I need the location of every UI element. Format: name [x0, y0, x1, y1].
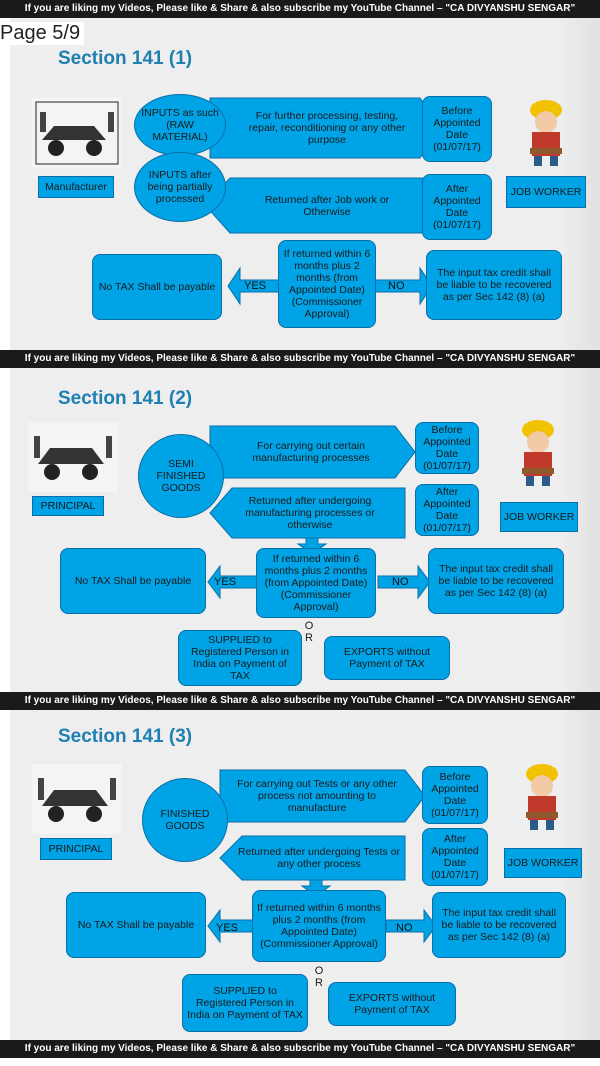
arrow-left-shape	[219, 835, 406, 881]
job-worker-label: JOB WORKER	[504, 848, 582, 878]
itc-box: The input tax credit shall be liable to …	[428, 548, 564, 614]
principal-label: PRINCIPAL	[32, 496, 104, 516]
flow-shapes	[204, 97, 441, 306]
itc-box: The input tax credit shall be liable to …	[432, 892, 566, 958]
slide-section-141-2: Section 141 (2) PRINCIPAL SEMI FINISHED …	[10, 368, 600, 692]
exports-box: EXPORTS without Payment of TAX	[324, 636, 450, 680]
car-mechanics-illustration	[28, 422, 118, 492]
slide-2-banner: If you are liking my Videos, Please like…	[0, 692, 600, 710]
job-worker-illustration	[522, 420, 554, 486]
no-arrow-shape	[377, 564, 431, 600]
job-worker-label: JOB WORKER	[506, 176, 586, 208]
after-date-box: After Appointed Date (01/07/17)	[415, 484, 479, 536]
yes-label: YES	[214, 576, 237, 588]
after-date-box: After Appointed Date (01/07/17)	[422, 174, 492, 240]
yes-label: YES	[216, 922, 239, 934]
slide-section-141-3: Section 141 (3) PRINCIPAL FINISHED GOODS…	[10, 710, 600, 1040]
job-worker-label: JOB WORKER	[500, 502, 578, 532]
slide-3-banner: If you are liking my Videos, Please like…	[0, 1040, 600, 1058]
carrying-text: For carrying out certain manufacturing p…	[252, 440, 370, 464]
before-date-box: Before Appointed Date (01/07/17)	[422, 96, 492, 162]
inputs-partial-oval: INPUTS after being partially processed	[134, 152, 226, 222]
condition-box: If returned within 6 months plus 2 month…	[278, 240, 376, 328]
condition-box: If returned within 6 months plus 2 month…	[252, 890, 386, 962]
finished-goods-oval: FINISHED GOODS	[142, 778, 228, 862]
or-label: O R	[304, 620, 314, 644]
condition-box: If returned within 6 months plus 2 month…	[256, 548, 376, 618]
slide-title: Section 141 (2)	[58, 388, 193, 409]
no-tax-box: No TAX Shall be payable	[66, 892, 206, 958]
yes-label: YES	[244, 280, 267, 292]
no-label: NO	[396, 922, 413, 934]
itc-box: The input tax credit shall be liable to …	[426, 250, 562, 320]
or-label: O R	[314, 965, 324, 989]
job-worker-illustration	[530, 100, 562, 166]
returned-text: Returned after Job work or Otherwise	[264, 194, 390, 218]
before-date-box: Before Appointed Date (01/07/17)	[422, 766, 488, 824]
slide-title: Section 141 (3)	[58, 726, 193, 747]
before-date-box: Before Appointed Date (01/07/17)	[415, 422, 479, 474]
car-mechanics-illustration	[32, 764, 122, 834]
principal-label: PRINCIPAL	[40, 838, 112, 860]
no-arrow-shape	[385, 908, 437, 944]
page-label: Page 5/9	[0, 22, 85, 45]
manufacturer-label: Manufacturer	[38, 176, 114, 198]
job-worker-illustration	[526, 764, 558, 830]
no-label: NO	[388, 280, 405, 292]
yes-arrow-shape	[207, 564, 263, 600]
carrying-text: For carrying out Tests or any other proc…	[237, 778, 397, 814]
inputs-raw-oval: INPUTS as such (RAW MATERIAL)	[134, 94, 226, 156]
no-tax-box: No TAX Shall be payable	[92, 254, 222, 320]
further-processing-text: For further processing, testing, repair,…	[248, 110, 406, 146]
returned-text: Returned after undergoing manufacturing …	[245, 495, 375, 531]
no-tax-box: No TAX Shall be payable	[60, 548, 206, 614]
supplied-box: SUPPLIED to Registered Person in India o…	[178, 630, 302, 686]
car-mechanics-illustration	[32, 98, 122, 168]
exports-box: EXPORTS without Payment of TAX	[328, 982, 456, 1026]
slide-1-banner: If you are liking my Videos, Please like…	[0, 350, 600, 368]
slide-title: Section 141 (1)	[58, 48, 193, 69]
supplied-box: SUPPLIED to Registered Person in India o…	[182, 974, 308, 1032]
semi-finished-oval: SEMI FINISHED GOODS	[138, 434, 224, 518]
returned-text: Returned after undergoing Tests or any o…	[237, 846, 401, 870]
slide-section-141-1: Section 141 (1) Manufacturer INPUTS as s…	[10, 18, 600, 350]
after-date-box: After Appointed Date (01/07/17)	[422, 828, 488, 886]
top-banner: If you are liking my Videos, Please like…	[0, 0, 600, 18]
no-label: NO	[392, 576, 409, 588]
